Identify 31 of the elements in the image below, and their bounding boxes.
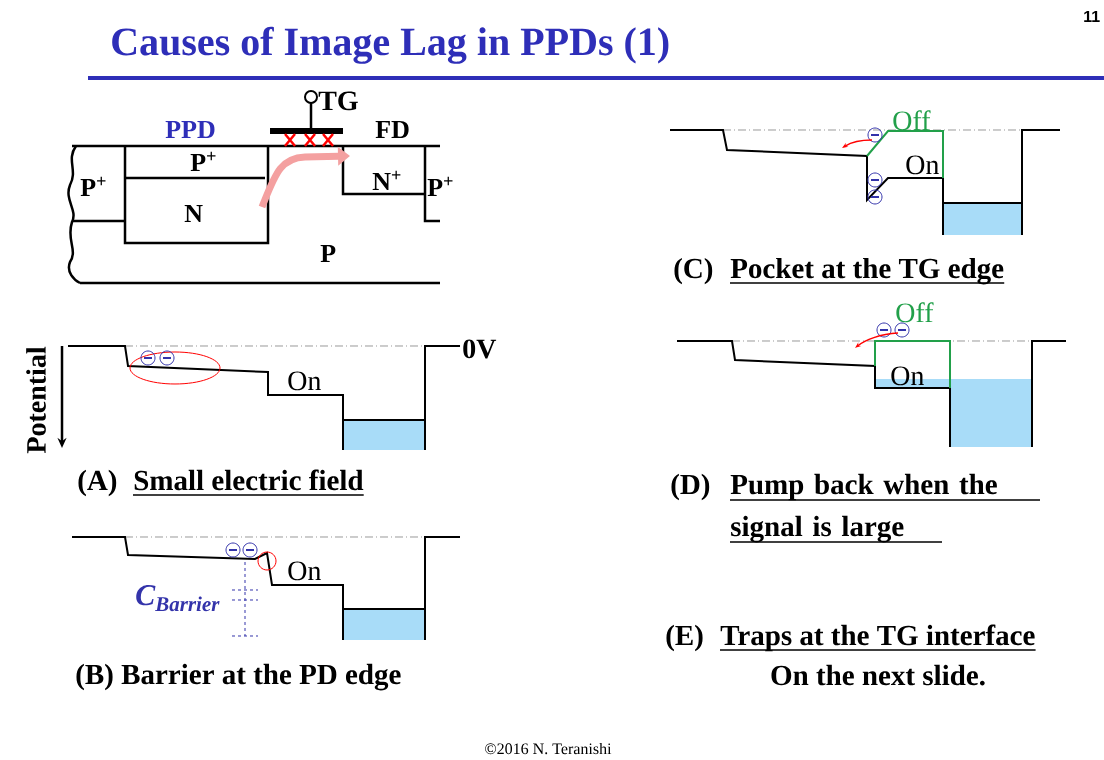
state-label: Off [893, 110, 931, 131]
state-label: On [288, 561, 321, 581]
panel-caption: Small electric field [132, 469, 365, 496]
panel-caption: Pump back when the signal is large [729, 473, 1041, 543]
capacitance-label: C$_{Barrier}$ [136, 585, 220, 612]
axis-label: Potential [26, 346, 46, 454]
copyright-note: ©2016 N. Teranishi [485, 742, 612, 755]
title: Causes of Image Lag in PPDs (1) [112, 26, 669, 64]
note: On the next slide. [771, 664, 985, 686]
state-label: Off [896, 302, 934, 323]
region-label: PPD [165, 120, 215, 139]
region-label: P [320, 244, 336, 262]
level-label: 0V [463, 339, 497, 359]
panel-caption: Traps at the TG interface [719, 624, 1037, 652]
region-label: P$^{+}$ [427, 176, 453, 196]
state-label: On [891, 366, 924, 386]
panel-letter: (E) [666, 624, 703, 652]
region-label: FD [375, 120, 409, 139]
state-label: On [288, 371, 321, 391]
state-label: On [906, 155, 939, 175]
panel-letter: (C) [674, 257, 713, 285]
page-number: 11 [1084, 11, 1100, 22]
panel-letter: (D) [671, 473, 710, 501]
region-label: N [184, 204, 203, 222]
region-label: P$^{+}$ [190, 151, 216, 171]
panel-letter: (A) [78, 469, 117, 497]
panel-caption: (B) Barrier at the PD edge [76, 663, 401, 691]
region-label: N$^{+}$ [372, 170, 401, 190]
panel-caption: Pocket at the TG edge [729, 257, 1005, 285]
terminal-label: TG [318, 91, 358, 111]
region-label: P$^{+}$ [80, 176, 106, 196]
